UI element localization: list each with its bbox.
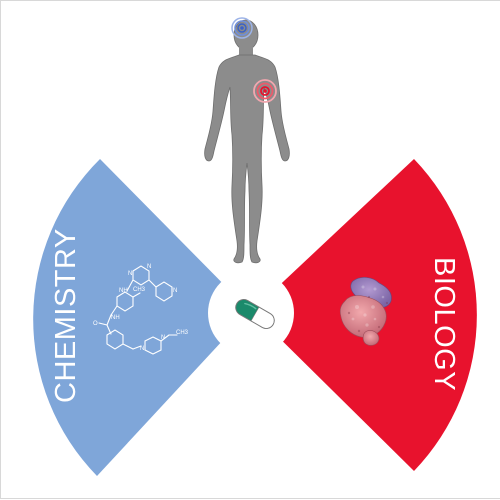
chest-signal-icon bbox=[253, 79, 277, 103]
atom-label-8: N bbox=[161, 335, 165, 341]
head-signal-icon bbox=[231, 17, 253, 39]
chemistry-wedge bbox=[33, 159, 250, 476]
capsule-icon bbox=[235, 299, 275, 329]
atom-label-9: CH3 bbox=[133, 287, 146, 293]
atom-label-3: NH bbox=[119, 288, 128, 294]
chemistry-label: CHEMISTRY bbox=[50, 228, 82, 403]
protein-structure-icon bbox=[339, 277, 392, 346]
atom-label-7: N bbox=[140, 346, 144, 352]
biology-label: BIOLOGY bbox=[428, 257, 460, 391]
atom-label-5: O bbox=[93, 321, 98, 327]
atom-label-1: N bbox=[128, 271, 132, 277]
atom-label-10: CH3 bbox=[176, 330, 189, 336]
atom-label-6: NH bbox=[111, 315, 120, 321]
atom-label-4: N bbox=[173, 288, 177, 294]
atom-label-2: N bbox=[147, 264, 151, 270]
human-body-icon bbox=[204, 19, 290, 264]
molecule-structure-icon: N N NH N O NH N N CH3 CH3 bbox=[93, 264, 189, 355]
